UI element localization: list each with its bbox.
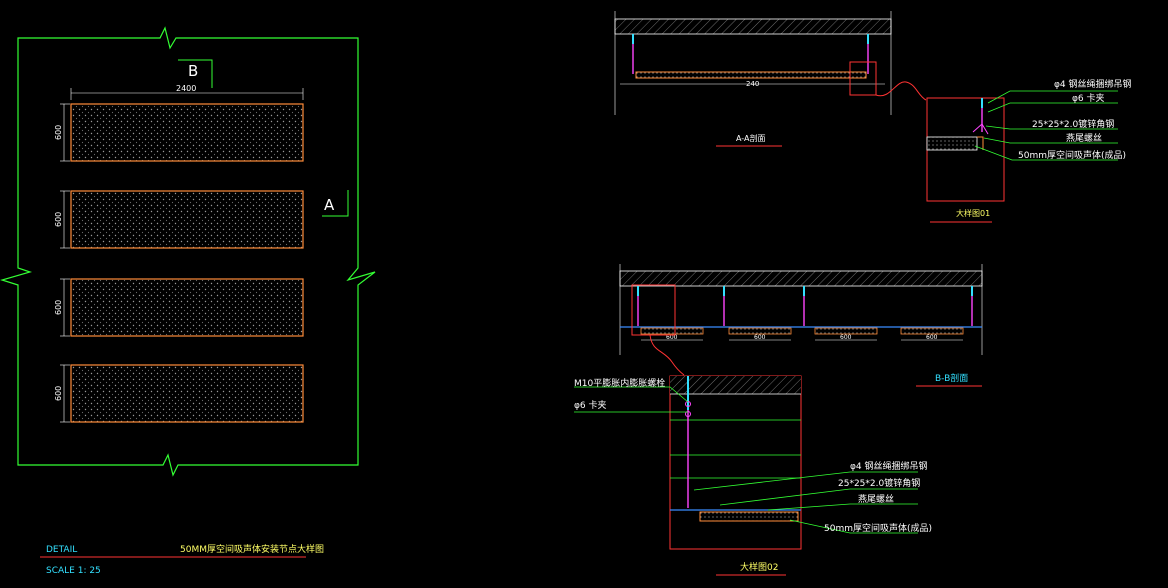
detail-callout-box	[849, 61, 877, 96]
slab	[619, 270, 983, 287]
section-aa: 240 A-A剖面	[614, 11, 927, 147]
aa-note: 燕尾螺丝	[1066, 132, 1102, 144]
panel-dim: 600	[54, 125, 63, 140]
absorber-panel	[70, 364, 304, 423]
plan-view: B A 2400 600 600 600 600	[0, 26, 376, 477]
absorber-panel	[70, 278, 304, 337]
detail01-panel	[926, 136, 978, 151]
slab	[670, 376, 801, 394]
absorber-panel-section	[900, 327, 964, 335]
section-bb: 600 600 600 600 B-B剖面	[619, 264, 983, 387]
title-text: 50MM厚空间吸声体安装节点大样图	[180, 543, 324, 555]
aa-note: 25*25*2.0镀锌角钢	[1032, 118, 1114, 130]
detail02-panel	[699, 511, 799, 522]
detail-callout-box	[631, 284, 676, 336]
bb-title: B-B剖面	[935, 372, 968, 384]
plan-label-a: A	[324, 196, 335, 214]
bb-dim: 600	[840, 334, 852, 341]
panel-dim: 600	[54, 212, 63, 227]
marker-b-line	[178, 59, 213, 88]
aa-note: φ4 钢丝绳捆绑吊钢	[1054, 78, 1132, 90]
detail02-note-left: φ6 卡夹	[574, 399, 607, 411]
detail02-note-right: 25*25*2.0镀锌角钢	[838, 477, 920, 489]
aa-title: A-A剖面	[736, 133, 765, 143]
bb-dim: 600	[666, 334, 678, 341]
detail-01: φ4 钢丝绳捆绑吊钢 φ6 卡夹 25*25*2.0镀锌角钢 燕尾螺丝 50mm…	[926, 78, 1132, 223]
panel-dim: 600	[54, 300, 63, 315]
title-detail-label: DETAIL	[46, 545, 77, 555]
aa-note: 50mm厚空间吸声体(成品)	[1018, 149, 1126, 161]
aa-dim: 240	[746, 80, 759, 88]
title-block: DETAIL 50MM厚空间吸声体安装节点大样图 SCALE 1: 25	[40, 543, 324, 576]
detail-02: M10平膨胀内膨胀螺栓 φ6 卡夹 φ4 钢丝绳捆绑吊钢 25*25*2.0镀锌…	[574, 375, 932, 576]
detail02-note-left: M10平膨胀内膨胀螺栓	[574, 377, 665, 389]
plan-label-b: B	[188, 62, 198, 80]
detail02-title: 大样图02	[740, 561, 778, 573]
detail02-note-right: 50mm厚空间吸声体(成品)	[824, 522, 932, 534]
absorber-panel-section	[640, 327, 704, 335]
absorber-panel	[70, 190, 304, 249]
aa-note: φ6 卡夹	[1072, 92, 1105, 104]
plan-width-dim: 2400	[176, 84, 196, 93]
plan-boundary	[0, 26, 376, 477]
marker-a-line	[322, 190, 349, 217]
absorber-panel-section	[635, 71, 867, 79]
bb-dim: 600	[926, 334, 938, 341]
panel-dim: 600	[54, 386, 63, 401]
detail01-title: 大样图01	[956, 208, 990, 218]
absorber-panel-section	[814, 327, 878, 335]
absorber-panel	[70, 103, 304, 162]
bb-dim: 600	[754, 334, 766, 341]
detail02-note-right: 燕尾螺丝	[858, 493, 894, 505]
title-scale: SCALE 1: 25	[46, 566, 101, 576]
slab	[614, 18, 892, 35]
detail02-note-right: φ4 钢丝绳捆绑吊钢	[850, 460, 928, 472]
absorber-panel-section	[728, 327, 792, 335]
